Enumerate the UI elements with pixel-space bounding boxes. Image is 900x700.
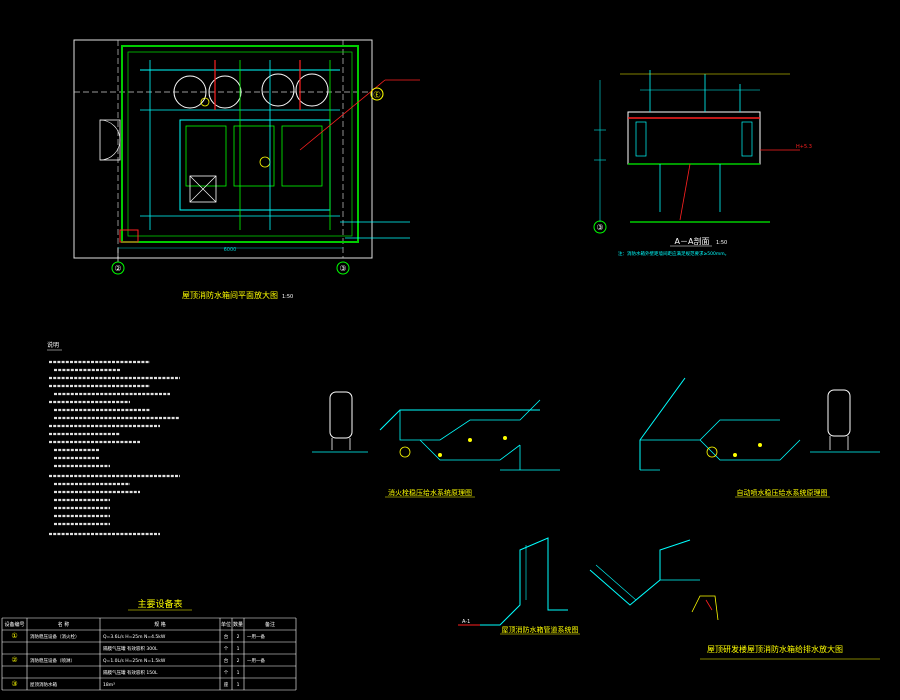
plan-overall-dimension: 6000 [224,247,237,253]
pressure-tank-1 [173,75,207,109]
table-cell: 消防稳压设备（喷淋） [30,657,75,664]
pressure-tank-4 [295,73,329,107]
drain-title: 屋顶研发楼屋顶消防水箱给排水放大图 [707,644,843,654]
plan-view: ② ③ Ⓔ 6000 屋顶消防水箱间平面放大图 1:50 [73,39,420,300]
section-note: 注：消防水箱外壁距墙间距应满足规范要求≥500mm。 [618,250,729,257]
iso-right-title: 自动喷水稳压给水系统原理图 [737,488,828,497]
section-scale: 1:50 [716,240,727,246]
drain-system: 屋顶研发楼屋顶消防水箱给排水放大图 [589,539,880,660]
plan-walls [121,45,359,243]
table-cell: 1 [237,646,240,652]
section-tank [627,111,761,165]
axis-label-e: Ⓔ [374,91,381,99]
section-axis-bubble [593,220,607,234]
pipe-system-end-tag: A-1 [462,619,470,625]
table-cell: 2 [237,634,240,640]
door-symbol [99,119,121,161]
table-header-cell: 备注 [265,621,275,628]
table-cell: 台 [224,657,229,664]
axis-bubble-e [370,87,384,101]
axis-label-3: ③ [339,264,346,273]
table-cell: 屋顶消防水箱 [30,681,57,688]
iso-left-marker [399,446,411,458]
table-cell: ② [11,656,17,664]
table-cell: 隔膜气压罐 有效容积 150L [103,669,158,676]
equipment-title: 主要设备表 [137,598,182,610]
table-cell: 座 [224,681,229,688]
tank-pipe-system: A-1 屋顶消防水箱管道系统图 [458,537,580,635]
axis-label-2: ② [114,264,121,273]
notes-heading: 说明 [47,341,59,349]
pressure-tank-hydrant [329,391,353,439]
design-notes: 说明 [47,341,180,536]
table-cell: Q=3.6L/s H=25m N=4.5kW [103,634,166,640]
axis-bubble-3 [336,261,350,275]
pressure-tank-2 [208,75,242,109]
table-cell: 一用一备 [247,657,265,664]
table-cell: 个 [224,670,229,676]
section-level-tag: H+5.3 [796,144,812,150]
table-header-cell: 名 称 [58,621,70,628]
table-cell: ① [11,632,17,640]
iso-left-title: 消火栓稳压给水系统原理图 [388,488,472,497]
table-cell: 个 [224,646,229,652]
section-title: A－A剖面 [675,236,710,246]
table-header-cell: 单位 [221,621,231,628]
table-header-cell: 数量 [233,621,243,628]
table-cell: 1 [237,682,240,688]
table-cell: 台 [224,633,229,640]
table-header-cell: 设备编号 [4,621,24,628]
table-cell: 消防稳压设备（消火栓） [30,633,80,640]
table-grid [1,617,297,691]
plan-title: 屋顶消防水箱间平面放大图 [182,290,278,300]
table-cell: 一用一备 [247,633,265,640]
table-cell: 18m³ [103,682,115,688]
axis-bubble-2 [111,261,125,275]
pressure-tank-sprinkler [827,389,851,437]
table-cell: 隔膜气压罐 有效容积 300L [103,645,158,652]
iso-diagram-sprinkler: 自动喷水稳压给水系统原理图 [639,377,880,498]
table-cell: ③ [11,680,17,688]
iso-right-marker [706,446,718,458]
equipment-table: 主要设备表 设备编号 名 称 规 格 单位数量 备注 ① 消防稳压设备（消火栓） Q=3.6L… [1,598,297,691]
table-text: 设备编号 名 称 规 格 单位数量 备注 ① 消防稳压设备（消火栓） Q=3.6L/s H=2… [4,621,275,688]
section-aa: ③ H+5.3 A－A剖面 1:50 注：消防水箱外壁距墙间距应满足规范要求≥5… [593,70,812,257]
plan-scale: 1:50 [282,294,293,300]
table-cell: Q=1.0L/s H=25m N=1.5kW [103,658,166,664]
table-cell: 1 [237,670,240,676]
iso-diagram-hydrant: 消火栓稳压给水系统原理图 [312,391,560,498]
pressure-tank-3 [261,73,295,107]
section-axis-label: ③ [596,223,603,232]
plan-frame [73,39,373,259]
table-cell: 2 [237,658,240,664]
notes-body-lines [49,360,180,536]
table-header-cell: 规 格 [154,621,166,628]
pump-system-title: 屋顶消防水箱管道系统图 [502,625,579,634]
